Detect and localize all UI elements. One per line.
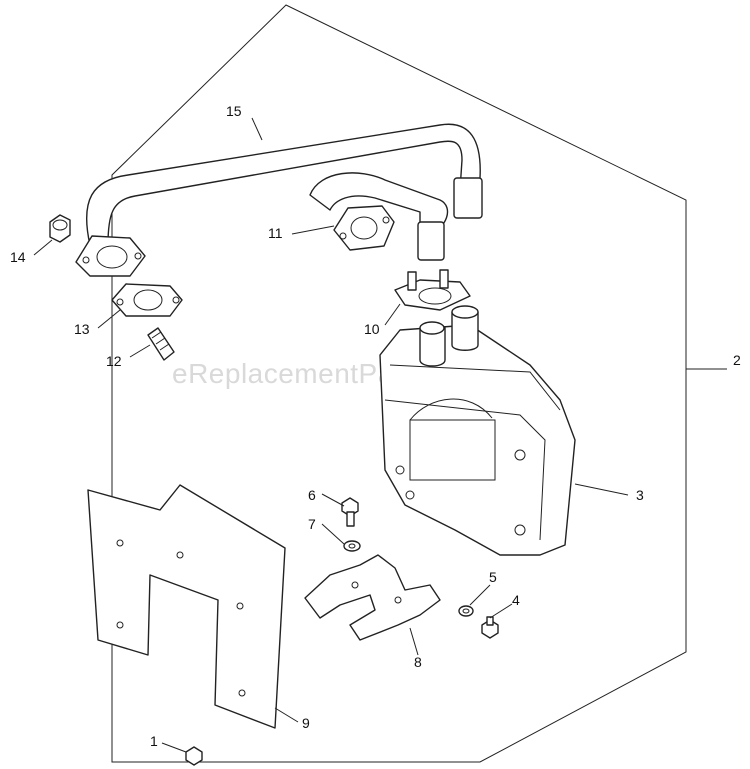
callout-12: 12	[106, 353, 122, 369]
clamp-part-10[interactable]	[394, 269, 471, 311]
bolt-part-6[interactable]	[341, 497, 359, 527]
assembly-frame	[111, 4, 687, 763]
exhaust-pipe-part-15[interactable]	[75, 123, 483, 277]
leader-lines	[33, 117, 727, 753]
callout-4: 4	[512, 592, 520, 608]
heat-shield-part-9[interactable]	[87, 484, 286, 729]
callout-3: 3	[636, 487, 644, 503]
callout-14: 14	[10, 249, 26, 265]
washer-part-5[interactable]	[458, 605, 474, 617]
callout-2: 2	[733, 352, 741, 368]
flange-part-11[interactable]	[333, 205, 395, 251]
callout-7: 7	[308, 516, 316, 532]
callout-8: 8	[414, 654, 422, 670]
callout-6: 6	[308, 487, 316, 503]
gasket-part-13[interactable]	[111, 283, 183, 317]
washer-part-7[interactable]	[343, 540, 361, 552]
callout-13: 13	[74, 321, 90, 337]
stud-part-12[interactable]	[147, 327, 175, 361]
bolt-part-4[interactable]	[481, 616, 499, 639]
callout-5: 5	[489, 569, 497, 585]
callout-10: 10	[364, 321, 380, 337]
callout-11: 11	[268, 225, 283, 241]
bracket-part-8[interactable]	[304, 554, 441, 641]
callout-15: 15	[226, 103, 242, 119]
bolt-part-1[interactable]	[185, 746, 203, 766]
callout-1: 1	[150, 733, 158, 749]
callout-labels: 15 14 11 13 12 10 2 3 6 7 5 4 8 9 1	[10, 103, 741, 749]
muffler-part-3[interactable]	[379, 305, 576, 556]
nut-part-14[interactable]	[49, 214, 71, 243]
callout-9: 9	[302, 715, 310, 731]
